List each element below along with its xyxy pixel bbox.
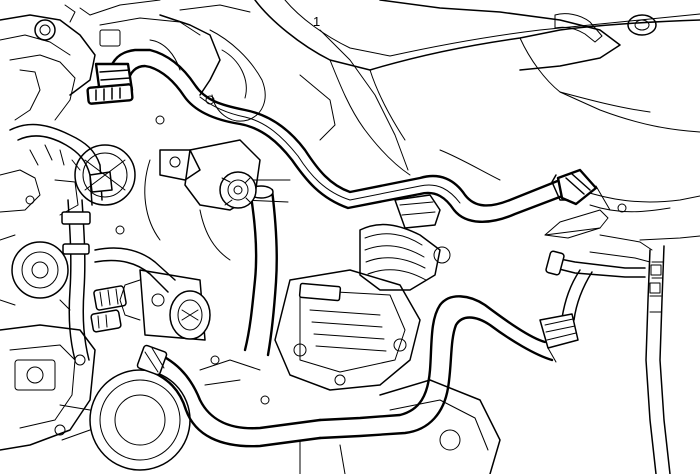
engine-assembly <box>0 0 501 474</box>
disconnect-arrow <box>544 185 611 239</box>
body-panel <box>209 0 700 241</box>
hose <box>86 48 598 223</box>
callout-1: 1 <box>313 14 409 171</box>
callout-label: 1 <box>313 14 320 29</box>
frame-rail <box>589 234 671 474</box>
cooler-line <box>318 250 646 440</box>
